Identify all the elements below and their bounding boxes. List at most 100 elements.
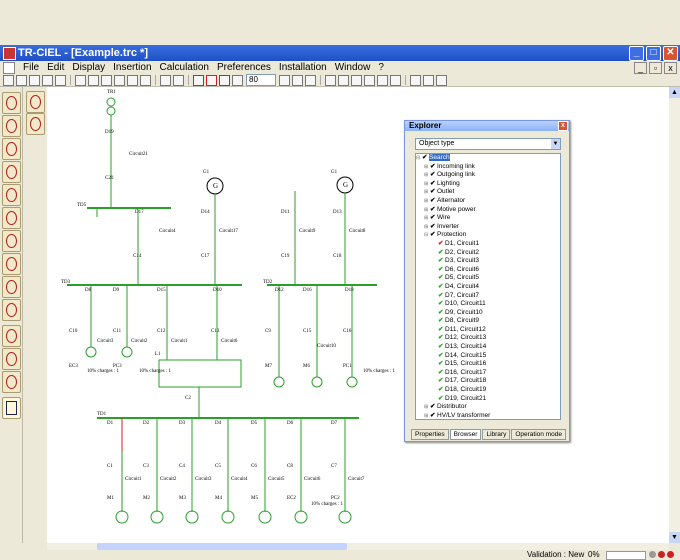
- scroll-down-icon[interactable]: ▼: [669, 532, 680, 543]
- tree-item[interactable]: ✔D18, Circuit19: [416, 386, 560, 395]
- menu-file[interactable]: File: [23, 62, 40, 73]
- palette-transformer-button[interactable]: [2, 92, 21, 114]
- tree-item[interactable]: ⊞✔Wire: [416, 214, 560, 223]
- menu-insertion[interactable]: Insertion: [113, 62, 152, 73]
- tree-item[interactable]: ✔D17, Circuit18: [416, 377, 560, 386]
- checkmark-icon[interactable]: ✔: [430, 188, 436, 196]
- checkmark-icon[interactable]: ✔: [438, 282, 444, 290]
- single-line-diagram[interactable]: TR1 D19 Circuit21 C20 TD5 D17 Circuit4 C…: [47, 87, 669, 543]
- menu-display[interactable]: Display: [72, 62, 106, 73]
- palette-source-button[interactable]: [2, 138, 21, 160]
- close-button[interactable]: ✕: [663, 46, 678, 61]
- checkmark-icon[interactable]: ✔: [430, 179, 436, 187]
- menu-window[interactable]: Window: [334, 62, 371, 73]
- pc3-outlet-icon[interactable]: [121, 346, 133, 358]
- checkmark-icon[interactable]: ✔: [438, 343, 444, 351]
- list-icon[interactable]: [436, 74, 447, 86]
- explorer-title-bar[interactable]: Explorer x: [405, 121, 569, 131]
- m3-motor-icon[interactable]: [185, 510, 199, 524]
- disconnect-icon[interactable]: [206, 74, 217, 86]
- palette-link-button[interactable]: [26, 113, 45, 135]
- palette-cable-button[interactable]: [2, 299, 21, 321]
- connect-icon[interactable]: [193, 74, 204, 86]
- checkmark-icon[interactable]: ✔: [438, 325, 444, 333]
- checkmark-icon[interactable]: ✔: [430, 162, 436, 170]
- paste-icon[interactable]: [101, 74, 112, 86]
- scroll-up-icon[interactable]: ▲: [669, 87, 680, 98]
- checkmark-icon[interactable]: ✔: [438, 274, 444, 282]
- checkmark-icon[interactable]: ✔: [430, 411, 436, 419]
- checkmark-icon[interactable]: ✔: [438, 360, 444, 368]
- open-file-icon[interactable]: [16, 74, 27, 86]
- tree-item[interactable]: ⊞✔Motive power: [416, 206, 560, 215]
- tree-item[interactable]: ✔D2, Circuit2: [416, 249, 560, 258]
- context-help-icon[interactable]: [173, 74, 184, 86]
- checkmark-icon[interactable]: ✔: [430, 196, 436, 204]
- object-tree[interactable]: ⊟✔Search⊞✔Incoming link⊞✔Outgoing link⊞✔…: [415, 153, 561, 420]
- tree-item[interactable]: ✔D8, Circuit9: [416, 317, 560, 326]
- tree-item[interactable]: ⊞✔Alternator: [416, 197, 560, 206]
- checkmark-icon[interactable]: ✔: [430, 231, 436, 239]
- mdi-close-button[interactable]: x: [664, 62, 677, 74]
- checkmark-icon[interactable]: ✔: [430, 205, 436, 213]
- tree-expander-icon[interactable]: ⊞: [424, 404, 429, 411]
- diagram-canvas[interactable]: TR1 D19 Circuit21 C20 TD5 D17 Circuit4 C…: [47, 87, 669, 543]
- tree-item[interactable]: ⊞✔Incoming link: [416, 163, 560, 172]
- report-icon[interactable]: [390, 74, 401, 86]
- tree-item[interactable]: ⊞✔Lighting: [416, 180, 560, 189]
- tile-icon[interactable]: [410, 74, 421, 86]
- checkmark-icon[interactable]: ✔: [438, 308, 444, 316]
- tree-expander-icon[interactable]: ⊞: [424, 215, 429, 222]
- tab-operation-mode[interactable]: Operation mode: [511, 429, 566, 440]
- tree-item[interactable]: ⊞✔Inverter: [416, 223, 560, 232]
- menu-installation[interactable]: Installation: [278, 62, 327, 73]
- palette-lighting-button[interactable]: [2, 348, 21, 370]
- checkmark-icon[interactable]: ✔: [438, 394, 444, 402]
- tr1-transformer-icon[interactable]: [106, 97, 116, 107]
- tree-item[interactable]: ✔D16, Circuit17: [416, 369, 560, 378]
- ec2-lighting-icon[interactable]: [294, 510, 308, 524]
- tab-browser[interactable]: Browser: [449, 429, 482, 440]
- bus-icon[interactable]: [232, 74, 243, 86]
- new-file-icon[interactable]: [3, 74, 14, 86]
- checkmark-icon[interactable]: ✔: [438, 248, 444, 256]
- checkmark-icon[interactable]: ✔: [438, 317, 444, 325]
- m7-motor-icon[interactable]: [273, 376, 285, 388]
- checkmark-icon[interactable]: ✔: [438, 291, 444, 299]
- checkmark-icon[interactable]: ✔: [438, 351, 444, 359]
- explorer-close-icon[interactable]: x: [558, 121, 568, 131]
- tree-expander-icon[interactable]: ⊞: [424, 412, 429, 419]
- delete-icon[interactable]: [114, 74, 125, 86]
- tree-item[interactable]: ⊞✔HV/LV transformer: [416, 411, 560, 419]
- menu-help[interactable]: ?: [378, 62, 384, 73]
- redo-icon[interactable]: [140, 74, 151, 86]
- checkmark-icon[interactable]: ✔: [438, 368, 444, 376]
- tree-item[interactable]: ✔D6, Circuit6: [416, 266, 560, 275]
- vertical-scrollbar[interactable]: ▲ ▼: [669, 87, 680, 543]
- palette-pointer-button[interactable]: [26, 91, 45, 113]
- menu-edit[interactable]: Edit: [47, 62, 65, 73]
- tree-item[interactable]: ⊞✔Outlet: [416, 188, 560, 197]
- tools-icon[interactable]: [364, 74, 375, 86]
- tree-item[interactable]: ✔D4, Circuit4: [416, 283, 560, 292]
- tree-expander-icon[interactable]: ⊞: [424, 180, 429, 187]
- pc1-outlet-icon[interactable]: [346, 376, 358, 388]
- minimize-button[interactable]: _: [629, 46, 644, 61]
- pc2-outlet-icon[interactable]: [338, 510, 352, 524]
- tree-item[interactable]: ✔D12, Circuit13: [416, 334, 560, 343]
- tree-item[interactable]: ✔D5, Circuit5: [416, 274, 560, 283]
- cascade-icon[interactable]: [423, 74, 434, 86]
- tree-item[interactable]: ✔D14, Circuit15: [416, 352, 560, 361]
- object-type-select[interactable]: Object type ▼: [415, 138, 561, 150]
- palette-table-button[interactable]: [2, 397, 21, 419]
- checkmark-icon[interactable]: ✔: [438, 300, 444, 308]
- tree-item[interactable]: ⊟✔Protection: [416, 231, 560, 240]
- undo-icon[interactable]: [127, 74, 138, 86]
- help-icon[interactable]: [160, 74, 171, 86]
- tree-expander-icon[interactable]: ⊞: [424, 206, 429, 213]
- tree-expander-icon[interactable]: ⊞: [424, 223, 429, 230]
- document-icon[interactable]: [3, 61, 15, 74]
- print-icon[interactable]: [55, 74, 66, 86]
- tree-item[interactable]: ✔D15, Circuit16: [416, 360, 560, 369]
- tree-item[interactable]: ✔D9, Circuit10: [416, 309, 560, 318]
